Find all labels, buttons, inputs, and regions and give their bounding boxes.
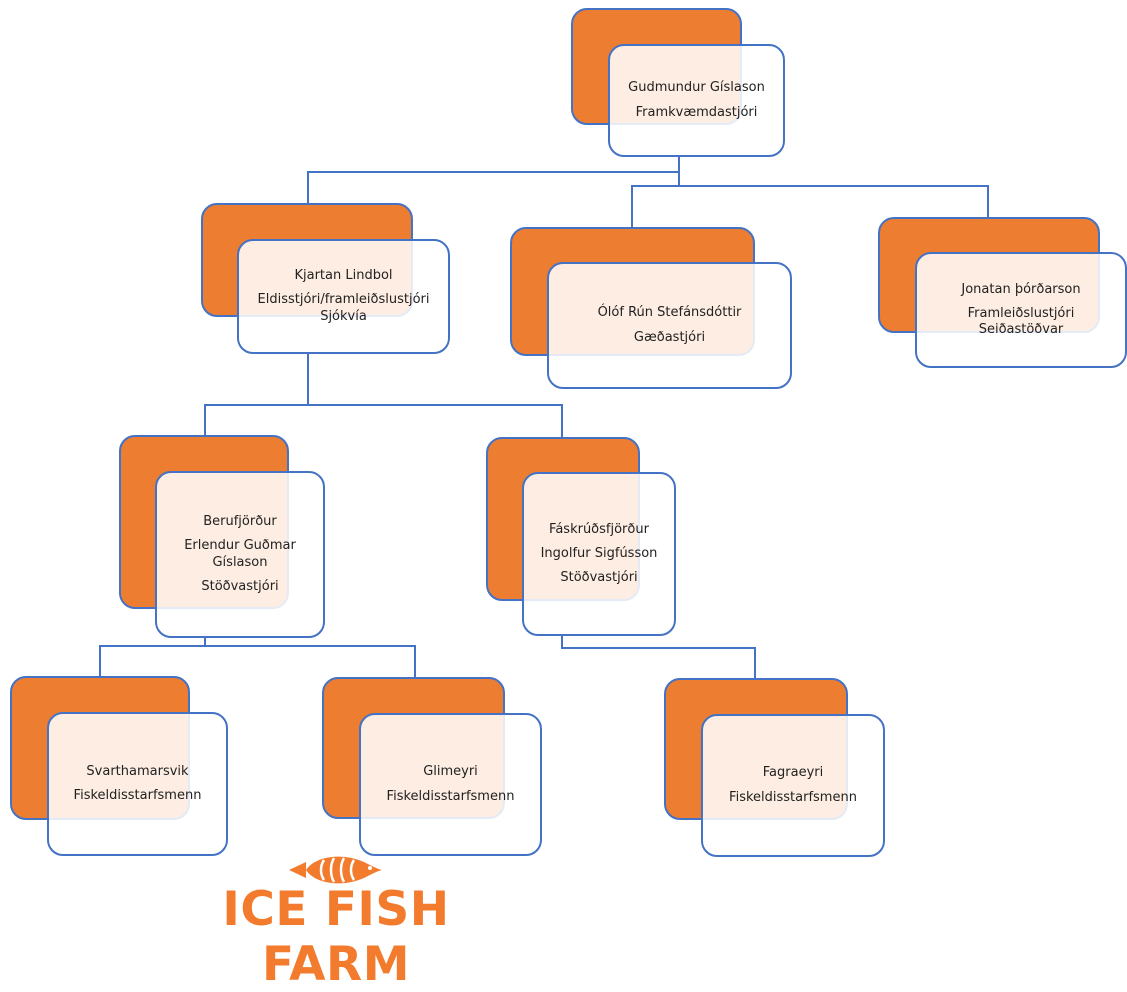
node-ceo-card: Gudmundur Gíslason Framkvæmdastjóri (608, 44, 785, 157)
node-faskrudsfjordur-card: Fáskrúðsfjörður Ingolfur Sigfússon Stöðv… (522, 472, 676, 636)
faskrudsfjordur-manager: Ingolfur Sigfússon (540, 545, 658, 561)
jonatan-unit: Seiðastöðvar (978, 322, 1064, 338)
fagraeyri-role: Fiskeldisstarfsmenn (729, 789, 857, 805)
svarthamarsvik-role: Fiskeldisstarfsmenn (73, 788, 202, 803)
node-kjartan-card: Kjartan Lindbol Eldisstjóri/framleiðslus… (237, 239, 450, 354)
org-chart: Gudmundur Gíslason Framkvæmdastjóri Kjar… (10, 8, 1127, 992)
node-olof-card: Ólóf Rún Stefánsdóttir Gæðastjóri (547, 262, 792, 389)
node-berufjordur-card: Berufjörður Erlendur Guðmar Gíslason Stö… (155, 471, 325, 638)
jonatan-role: Framleiðslustjóri (967, 305, 1075, 321)
kjartan-unit: Sjókvía (320, 308, 367, 324)
fish-icon (289, 856, 382, 884)
olof-role: Gæðastjóri (633, 329, 706, 345)
berufjordur-manager: Erlendur Guðmar Gíslason (184, 538, 296, 570)
kjartan-name: Kjartan Lindbol (294, 268, 393, 284)
kjartan-role: Eldisstjóri/framleiðslustjóri (257, 292, 430, 308)
node-jonatan-card: Jonatan þórðarson Framleiðslustjóri Seið… (915, 252, 1127, 368)
jonatan-name: Jonatan þórðarson (961, 281, 1081, 297)
fagraeyri-site: Fagraeyri (762, 765, 824, 781)
ceo-name: Gudmundur Gíslason (628, 80, 765, 96)
node-fagraeyri-card: Fagraeyri Fiskeldisstarfsmenn (701, 714, 885, 857)
ceo-role: Framkvæmdastjóri (635, 104, 758, 120)
connector-lines (99, 157, 989, 680)
berufjordur-site: Berufjörður (203, 514, 277, 529)
faskrudsfjordur-site: Fáskrúðsfjörður (549, 521, 649, 537)
ice-fish-farm-logo: ICE FISH FARM (146, 850, 526, 992)
node-glimeyri-card: Glimeyri Fiskeldisstarfsmenn (359, 713, 542, 856)
faskrudsfjordur-role: Stöðvastjóri (560, 570, 638, 586)
glimeyri-role: Fiskeldisstarfsmenn (386, 788, 515, 804)
olof-name: Ólóf Rún Stefánsdóttir (597, 305, 742, 321)
berufjordur-role: Stöðvastjóri (201, 578, 279, 594)
svarthamarsvik-site: Svarthamarsvik (86, 763, 189, 779)
logo-text: ICE FISH FARM (222, 882, 450, 992)
node-svarthamarsvik-card: Svarthamarsvik Fiskeldisstarfsmenn (47, 712, 228, 856)
glimeyri-site: Glimeyri (423, 764, 478, 780)
